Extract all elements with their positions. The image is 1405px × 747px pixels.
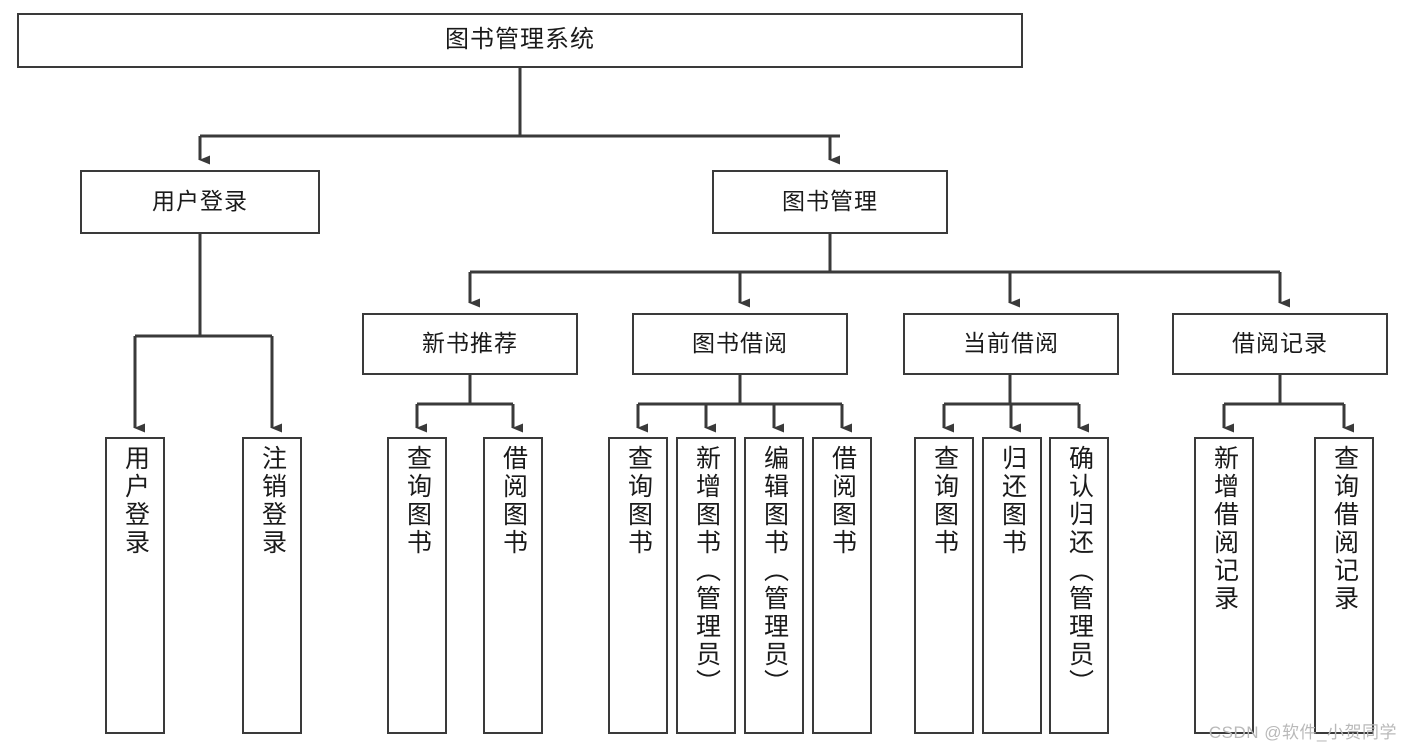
leaf-logout-login-label: 注销登录 (258, 445, 287, 557)
leaf-logout-login[interactable]: 注销登录 (242, 437, 302, 734)
leaf-user-login[interactable]: 用户登录 (105, 437, 165, 734)
node-new-book-recommend[interactable]: 新书推荐 (362, 313, 578, 375)
leaf-add-book[interactable]: 新增图书（管理员） (676, 437, 736, 734)
leaf-user-login-label: 用户登录 (121, 445, 150, 557)
node-current-borrow-label: 当前借阅 (963, 330, 1059, 357)
leaf-borrow-book-1[interactable]: 借阅图书 (483, 437, 543, 734)
leaf-query-book-3[interactable]: 查询图书 (914, 437, 974, 734)
node-current-borrow[interactable]: 当前借阅 (903, 313, 1119, 375)
leaf-query-book-1[interactable]: 查询图书 (387, 437, 447, 734)
node-new-book-recommend-label: 新书推荐 (422, 330, 518, 357)
leaf-query-book-1-label: 查询图书 (403, 445, 432, 557)
leaf-query-record-label: 查询借阅记录 (1330, 445, 1359, 613)
leaf-confirm-return-label: 确认归还（管理员） (1065, 445, 1094, 697)
leaf-query-book-2[interactable]: 查询图书 (608, 437, 668, 734)
leaf-borrow-book-2-label: 借阅图书 (828, 445, 857, 557)
leaf-add-book-label: 新增图书（管理员） (692, 445, 721, 697)
leaf-add-record-label: 新增借阅记录 (1210, 445, 1239, 613)
node-borrow-record-label: 借阅记录 (1232, 330, 1328, 357)
leaf-borrow-book-2[interactable]: 借阅图书 (812, 437, 872, 734)
leaf-return-book[interactable]: 归还图书 (982, 437, 1042, 734)
node-root-label: 图书管理系统 (445, 26, 595, 54)
node-book-manage[interactable]: 图书管理 (712, 170, 948, 234)
leaf-borrow-book-1-label: 借阅图书 (499, 445, 528, 557)
node-book-borrow[interactable]: 图书借阅 (632, 313, 848, 375)
leaf-return-book-label: 归还图书 (998, 445, 1027, 557)
node-root[interactable]: 图书管理系统 (17, 13, 1023, 68)
leaf-query-record[interactable]: 查询借阅记录 (1314, 437, 1374, 734)
node-user-login[interactable]: 用户登录 (80, 170, 320, 234)
leaf-query-book-2-label: 查询图书 (624, 445, 653, 557)
node-book-borrow-label: 图书借阅 (692, 330, 788, 357)
watermark-text: CSDN @软件_小贺同学 (1208, 723, 1397, 742)
leaf-confirm-return[interactable]: 确认归还（管理员） (1049, 437, 1109, 734)
leaf-query-book-3-label: 查询图书 (930, 445, 959, 557)
node-book-manage-label: 图书管理 (782, 188, 878, 215)
leaf-edit-book-label: 编辑图书（管理员） (760, 445, 789, 697)
node-user-login-label: 用户登录 (152, 188, 248, 215)
leaf-add-record[interactable]: 新增借阅记录 (1194, 437, 1254, 734)
node-borrow-record[interactable]: 借阅记录 (1172, 313, 1388, 375)
leaf-edit-book[interactable]: 编辑图书（管理员） (744, 437, 804, 734)
